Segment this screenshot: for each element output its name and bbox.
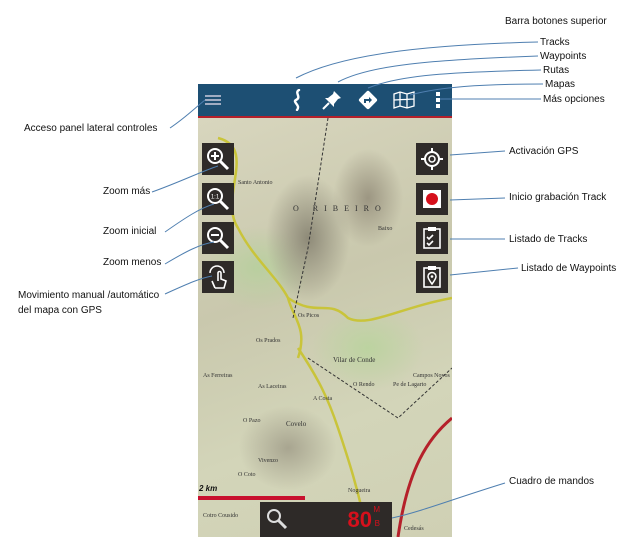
map-icon — [393, 91, 415, 109]
record-icon — [423, 190, 441, 208]
scale-label: 2 km — [199, 484, 218, 493]
dashboard-unit-top: M — [373, 505, 380, 514]
more-options-button[interactable] — [426, 88, 450, 112]
map-label: Vivenzo — [258, 458, 278, 464]
map-view[interactable]: O RIBEIRO Covelo Vilar de Conde As Lacei… — [198, 118, 452, 537]
search-icon — [267, 509, 288, 530]
waypoints-list-button[interactable] — [416, 261, 448, 293]
scale-bar — [198, 496, 305, 500]
zoom-out-icon — [207, 227, 230, 250]
annotation-waypoints: Waypoints — [540, 51, 587, 62]
touch-hand-icon — [209, 265, 227, 289]
clipboard-pin-icon — [423, 266, 441, 288]
annotation-zoom-inicial: Zoom inicial — [103, 226, 157, 237]
dashboard-unit-bottom: B — [374, 519, 380, 528]
maps-button[interactable] — [392, 88, 416, 112]
record-track-button[interactable] — [416, 183, 448, 215]
tracks-icon — [293, 89, 301, 111]
menu-icon — [205, 95, 221, 105]
map-label: As Laceiras — [258, 384, 287, 390]
dashboard-value: 80 — [347, 507, 372, 532]
annotation-zoom-menos: Zoom menos — [103, 257, 162, 268]
annotation-cuadro-mandos: Cuadro de mandos — [509, 476, 595, 487]
annotation-rutas: Rutas — [543, 65, 570, 76]
zoom-initial-button[interactable]: 1:1 — [202, 183, 234, 215]
map-follow-gps-button[interactable] — [202, 261, 234, 293]
annotation-movimiento-1: Movimiento manual /automático — [18, 290, 160, 301]
map-routes — [217, 118, 452, 537]
map-label: Cedesás — [404, 526, 424, 532]
zoom-initial-icon: 1:1 — [207, 188, 230, 211]
annotation-listado-waypoints: Listado de Waypoints — [521, 263, 617, 274]
map-label: O Pazo — [243, 418, 261, 424]
app-screen: O RIBEIRO Covelo Vilar de Conde As Lacei… — [198, 84, 452, 537]
route-icon — [358, 90, 378, 110]
map-label: Covelo — [286, 420, 307, 428]
map-label: O Rendo — [353, 382, 375, 388]
annotation-tracks: Tracks — [540, 37, 570, 48]
map-label: O Coto — [238, 472, 256, 478]
dashboard-panel[interactable]: 80 M B — [260, 502, 392, 537]
waypoint-pin-icon — [322, 91, 341, 110]
waypoints-button[interactable] — [320, 88, 344, 112]
gps-activation-button[interactable] — [416, 143, 448, 175]
annotation-grabacion: Inicio grabación Track — [509, 192, 607, 203]
map-label: Cotro Cousido — [203, 513, 239, 519]
annotation-gps: Activación GPS — [509, 146, 579, 157]
zoom-out-button[interactable] — [202, 222, 234, 254]
zoom-in-icon — [207, 148, 230, 171]
annotation-top-bar: Barra botones superior — [505, 16, 607, 27]
zoom-initial-label: 1:1 — [211, 195, 220, 201]
top-button-bar — [198, 84, 452, 118]
map-label: Campos Novos — [413, 373, 450, 379]
annotation-listado-tracks: Listado de Tracks — [509, 234, 588, 245]
map-label: Nogueira — [348, 488, 371, 494]
map-label: O RIBEIRO — [293, 204, 387, 213]
map-label: Santo Antonio — [238, 180, 273, 186]
tracks-list-button[interactable] — [416, 222, 448, 254]
tracks-button[interactable] — [286, 88, 310, 112]
annotation-zoom-mas: Zoom más — [103, 186, 151, 197]
map-label: A Costa — [313, 396, 333, 402]
gps-crosshair-icon — [421, 148, 443, 170]
map-label: Pe de Lagarto — [393, 382, 427, 388]
annotation-mas-opciones: Más opciones — [543, 94, 605, 105]
clipboard-check-icon — [423, 227, 441, 249]
map-label: Os Picos — [298, 313, 320, 319]
more-options-icon — [436, 92, 440, 108]
side-panel-button[interactable] — [201, 88, 225, 112]
annotation-mapas: Mapas — [545, 79, 576, 90]
map-label: Baixo — [378, 226, 393, 232]
map-label: Os Prados — [256, 338, 281, 344]
map-label: Vilar de Conde — [333, 356, 376, 364]
annotation-movimiento-2: del mapa con GPS — [18, 305, 102, 316]
zoom-in-button[interactable] — [202, 143, 234, 175]
map-label: As Ferreiras — [203, 373, 233, 379]
routes-button[interactable] — [356, 88, 380, 112]
annotation-panel-lateral: Acceso panel lateral controles — [24, 123, 158, 134]
